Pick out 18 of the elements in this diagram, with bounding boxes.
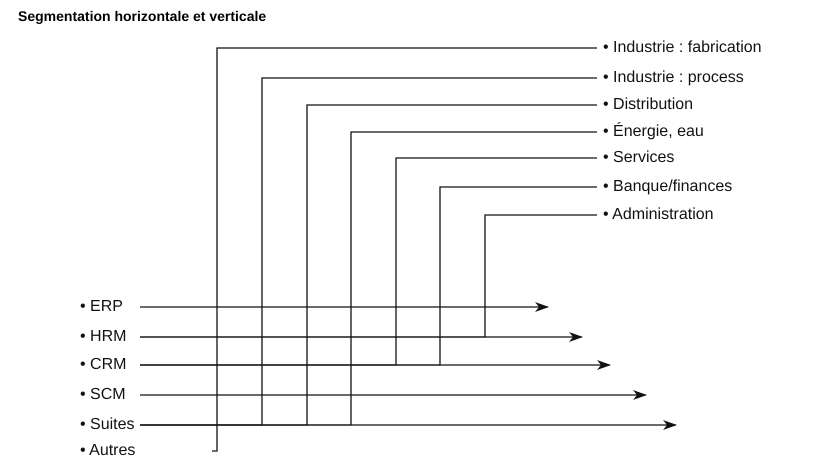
connector-line <box>140 214 597 338</box>
software-category-label: • CRM <box>80 355 140 375</box>
sector-label: • Administration <box>597 205 809 225</box>
software-category-label: • Autres <box>80 441 212 461</box>
arrow <box>140 302 549 312</box>
sector-label: • Énergie, eau <box>597 122 809 142</box>
software-category-label: • Suites <box>80 415 140 435</box>
arrow <box>140 390 647 400</box>
sector-label: • Industrie : fabrication <box>597 38 809 58</box>
connector-line <box>212 47 597 452</box>
sector-label: • Banque/finances <box>597 177 809 197</box>
software-category-label: • HRM <box>80 327 140 347</box>
software-category-label: • ERP <box>80 297 140 317</box>
sector-label: • Services <box>597 148 809 168</box>
software-category-label: • SCM <box>80 385 140 405</box>
sector-label: • Distribution <box>597 95 809 115</box>
diagram-title: Segmentation horizontale et verticale <box>18 8 266 24</box>
sector-label: • Industrie : process <box>597 68 809 88</box>
